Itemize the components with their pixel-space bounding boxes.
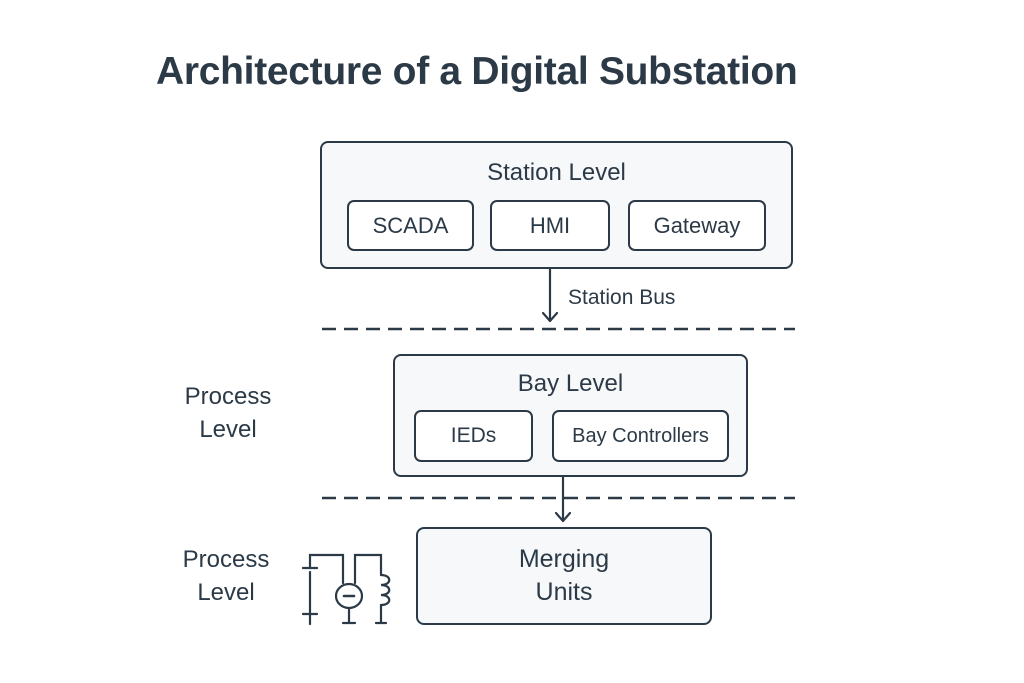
merging-units-label: Merging Units	[418, 543, 710, 609]
bay-side-label-line2: Level	[199, 416, 257, 443]
inductor-coil-icon	[374, 573, 391, 625]
process-equipment-symbols	[301, 553, 391, 626]
station-bus-arrow	[541, 268, 559, 323]
merging-units-line1: Merging	[518, 545, 610, 573]
process-side-label: Process Level	[166, 543, 286, 609]
gateway-box[interactable]: Gateway	[628, 200, 766, 251]
merging-units-box[interactable]: Merging Units	[416, 527, 712, 625]
station-level-box[interactable]: Station Level SCADA HMI Gateway	[320, 141, 793, 269]
bay-level-title: Bay Level	[517, 370, 624, 397]
station-bus-label: Station Bus	[568, 286, 676, 309]
bay-side-label: Process Level	[168, 380, 288, 446]
merging-units-line2: Units	[535, 578, 593, 606]
circuit-breaker-icon	[301, 566, 319, 626]
hmi-box[interactable]: HMI	[490, 200, 610, 251]
process-side-label-line2: Level	[197, 579, 255, 606]
bay-side-label-line1: Process	[184, 383, 272, 410]
ieds-box[interactable]: IEDs	[414, 410, 533, 462]
process-bus-arrow	[554, 476, 572, 523]
scada-box[interactable]: SCADA	[347, 200, 474, 251]
process-side-label-line1: Process	[182, 546, 270, 573]
diagram-title: Architecture of a Digital Substation	[156, 50, 798, 93]
bay-controllers-box[interactable]: Bay Controllers	[552, 410, 729, 462]
station-level-title: Station Level	[487, 159, 626, 186]
bay-level-box[interactable]: Bay Level IEDs Bay Controllers	[393, 354, 748, 477]
current-transformer-icon	[334, 582, 364, 625]
